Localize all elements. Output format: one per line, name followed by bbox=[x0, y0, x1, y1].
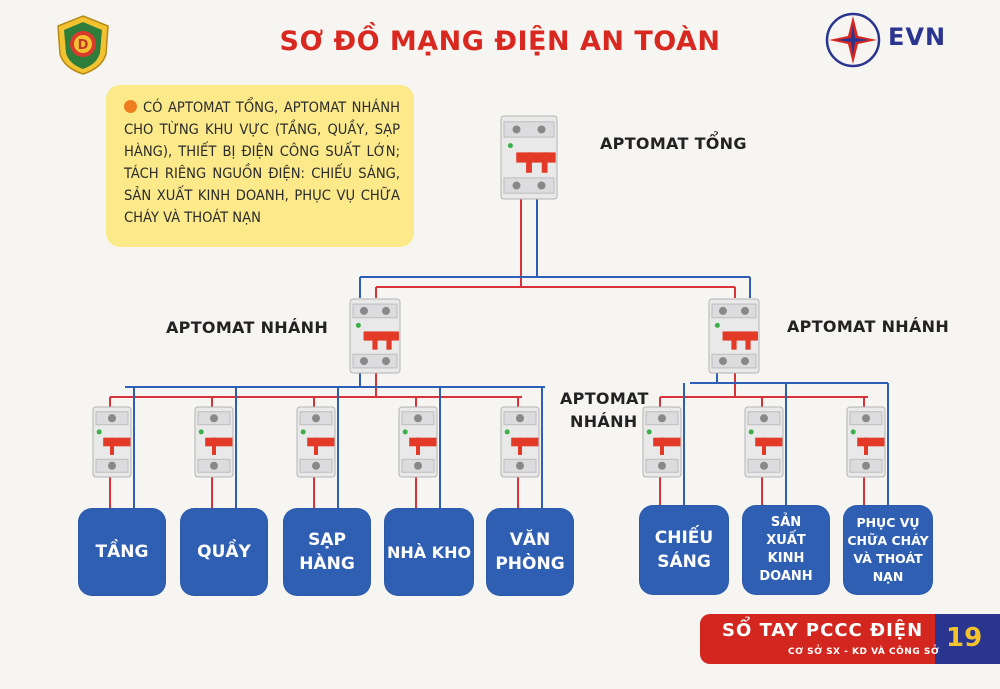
page-number: 19 bbox=[946, 623, 983, 653]
sub-breaker-icon bbox=[744, 406, 784, 478]
label-branch-sub-line2: NHÁNH bbox=[570, 412, 638, 431]
info-note-text: CÓ APTOMAT TỔNG, APTOMAT NHÁNH CHO TỪNG … bbox=[124, 99, 400, 226]
area-box-sxkd: SẢN XUẤT KINH DOANH bbox=[742, 505, 830, 595]
area-label: XUẤT bbox=[766, 533, 806, 548]
area-box-pccc: PHỤC VỤ CHỮA CHÁY VÀ THOÁT NẠN bbox=[843, 505, 933, 595]
area-label: VÀ THOÁT bbox=[853, 551, 923, 566]
sub-breaker-icon bbox=[398, 406, 438, 478]
area-label: SÁNG bbox=[657, 552, 711, 572]
svg-text:D: D bbox=[78, 38, 89, 53]
area-box-quay: QUẦY bbox=[180, 508, 268, 596]
sub-breaker-icon bbox=[92, 406, 132, 478]
label-main-breaker: APTOMAT TỔNG bbox=[600, 134, 747, 153]
area-label: SẢN bbox=[770, 515, 802, 530]
sub-breaker-icon bbox=[642, 406, 682, 478]
area-box-chieu-sang: CHIẾU SÁNG bbox=[639, 505, 729, 595]
branch-breaker-icon bbox=[708, 298, 760, 374]
area-box-tang: TẦNG bbox=[78, 508, 166, 596]
area-label: DOANH bbox=[759, 569, 813, 584]
evn-logo-icon bbox=[825, 12, 881, 68]
sub-breaker-icon bbox=[296, 406, 336, 478]
label-branch-sub-line1: APTOMAT bbox=[560, 389, 649, 408]
area-label: HÀNG bbox=[299, 554, 355, 574]
area-label: TẦNG bbox=[95, 542, 149, 562]
area-label: PHÒNG bbox=[495, 554, 565, 574]
footer-title-bg bbox=[700, 614, 935, 664]
area-box-van-phong: VĂN PHÒNG bbox=[486, 508, 574, 596]
evn-logo-text: EVN bbox=[888, 23, 947, 51]
label-branch-left: APTOMAT NHÁNH bbox=[166, 318, 329, 337]
area-box-sap-hang: SẠP HÀNG bbox=[283, 508, 371, 596]
area-label: SẠP bbox=[308, 530, 346, 550]
area-label: PHỤC VỤ bbox=[856, 515, 920, 530]
area-box-nha-kho: NHÀ KHO bbox=[384, 508, 474, 596]
area-label: CHỮA CHÁY bbox=[847, 533, 929, 548]
area-label: NẠN bbox=[872, 569, 904, 584]
page-title: SƠ ĐỒ MẠNG ĐIỆN AN TOÀN bbox=[279, 26, 721, 57]
sub-breaker-icon bbox=[500, 406, 540, 478]
footer-banner: SỔ TAY PCCC ĐIỆN CƠ SỞ SX - KD VÀ CÔNG S… bbox=[700, 614, 1000, 664]
police-emblem-icon: D bbox=[57, 15, 109, 75]
bullet-icon bbox=[124, 100, 137, 113]
area-label: VĂN bbox=[509, 530, 551, 550]
sub-breaker-icon bbox=[194, 406, 234, 478]
area-label: KINH bbox=[767, 551, 805, 566]
sub-breaker-icon bbox=[846, 406, 886, 478]
branch-breaker-icon bbox=[349, 298, 401, 374]
area-label: CHIẾU bbox=[654, 528, 714, 548]
footer-title: SỔ TAY PCCC ĐIỆN bbox=[722, 620, 924, 641]
footer-subtitle: CƠ SỞ SX - KD VÀ CÔNG SỞ bbox=[788, 647, 940, 657]
area-label: QUẦY bbox=[197, 542, 251, 562]
area-label: NHÀ KHO bbox=[386, 542, 472, 562]
main-breaker-icon bbox=[500, 115, 558, 200]
label-branch-right: APTOMAT NHÁNH bbox=[787, 317, 950, 336]
info-note: CÓ APTOMAT TỔNG, APTOMAT NHÁNH CHO TỪNG … bbox=[106, 85, 414, 247]
